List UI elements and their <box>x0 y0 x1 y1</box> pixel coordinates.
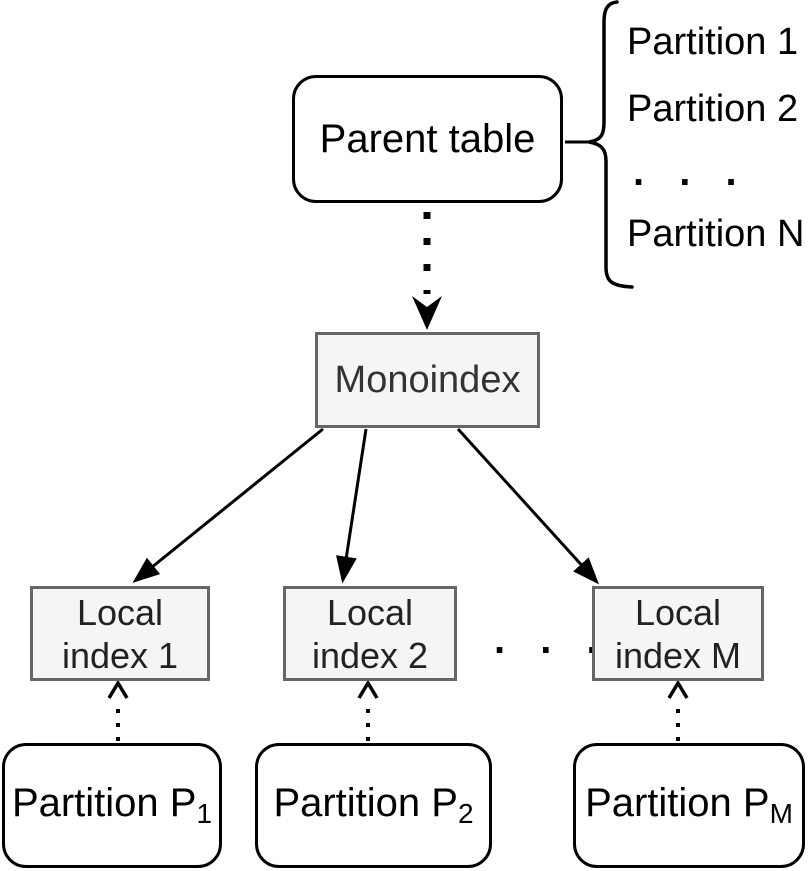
parent-table-label: Parent table <box>319 116 536 161</box>
partition-pm-label: Partition PM <box>585 781 793 830</box>
local-index-m-line1: Local <box>634 591 722 633</box>
partition-p1-label-base: Partition P <box>11 781 197 825</box>
solid-arrow-monoindex-to-local-1 <box>132 427 324 583</box>
local-index-1-box: Local index 1 <box>30 586 210 681</box>
partition-pm-label-sub: M <box>769 798 793 829</box>
dotted-arrow-parent-to-monoindex-head <box>412 296 442 330</box>
local-index-m-box: Local index M <box>592 586 764 681</box>
parent-table-box: Parent table <box>292 75 563 203</box>
local-index-1-line1: Local <box>76 591 164 633</box>
partition-list-item-n: Partition N <box>627 213 805 255</box>
local-index-m-label: Local index M <box>615 591 741 677</box>
partition-p1-box: Partition P1 <box>2 743 222 868</box>
local-index-2-label: Local index 2 <box>312 591 428 677</box>
partition-brace <box>588 0 634 289</box>
partition-p1-label-sub: 1 <box>196 798 213 829</box>
partition-p2-box: Partition P2 <box>255 743 492 868</box>
partition-p2-label-sub: 2 <box>457 798 474 829</box>
local-index-2-box: Local index 2 <box>283 586 457 681</box>
partition-p2-label-base: Partition P <box>273 781 458 825</box>
local-index-m-line2: index M <box>614 634 742 676</box>
partition-list-item-2: Partition 2 <box>627 88 799 130</box>
monoindex-box: Monoindex <box>315 332 540 428</box>
local-index-1-line2: index 1 <box>61 634 179 676</box>
monoindex-label: Monoindex <box>334 358 521 401</box>
solid-arrow-monoindex-to-local-m <box>456 427 600 585</box>
solid-arrow-monoindex-to-local-2 <box>336 428 368 584</box>
partition-pm-label-base: Partition P <box>585 781 770 825</box>
dotted-arrow-p1-head <box>107 679 129 699</box>
local-index-ellipsis: . . . <box>494 618 610 662</box>
local-index-2-line1: Local <box>326 591 414 633</box>
dotted-arrow-pm-head <box>667 679 689 699</box>
partition-list-ellipsis: . . . <box>633 150 749 194</box>
partition-p1-label: Partition P1 <box>12 781 212 830</box>
partition-list-item-1: Partition 1 <box>627 21 799 63</box>
partition-p2-label: Partition P2 <box>273 781 473 830</box>
dotted-arrow-p2-head <box>357 679 379 699</box>
local-index-1-label: Local index 1 <box>62 591 178 677</box>
partition-pm-box: Partition PM <box>573 743 805 868</box>
local-index-2-line2: index 2 <box>311 634 429 676</box>
